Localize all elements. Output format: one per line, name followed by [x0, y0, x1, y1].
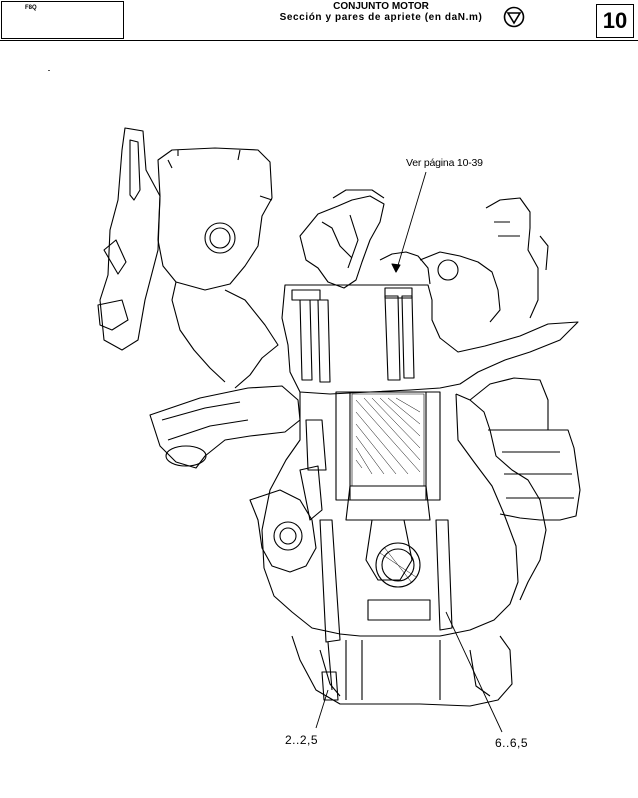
callout-torque-small: 2..2,5 — [285, 733, 319, 747]
callout-see-page: Ver página 10-39 — [406, 157, 483, 169]
header-rule — [0, 40, 638, 41]
page-title: CONJUNTO MOTOR — [333, 1, 429, 12]
speck — [48, 70, 50, 71]
section-number: 10 — [596, 4, 634, 38]
page-subtitle: Sección y pares de apriete (en daN.m) — [279, 12, 483, 23]
callout-torque-large: 6..6,5 — [495, 736, 529, 750]
engine-code-box: F8Q — [1, 1, 124, 39]
engine-code: F8Q — [25, 5, 37, 11]
page-header: F8Q CONJUNTO MOTOR Sección y pares de ap… — [0, 0, 638, 42]
torque-wrench-icon — [503, 6, 525, 28]
